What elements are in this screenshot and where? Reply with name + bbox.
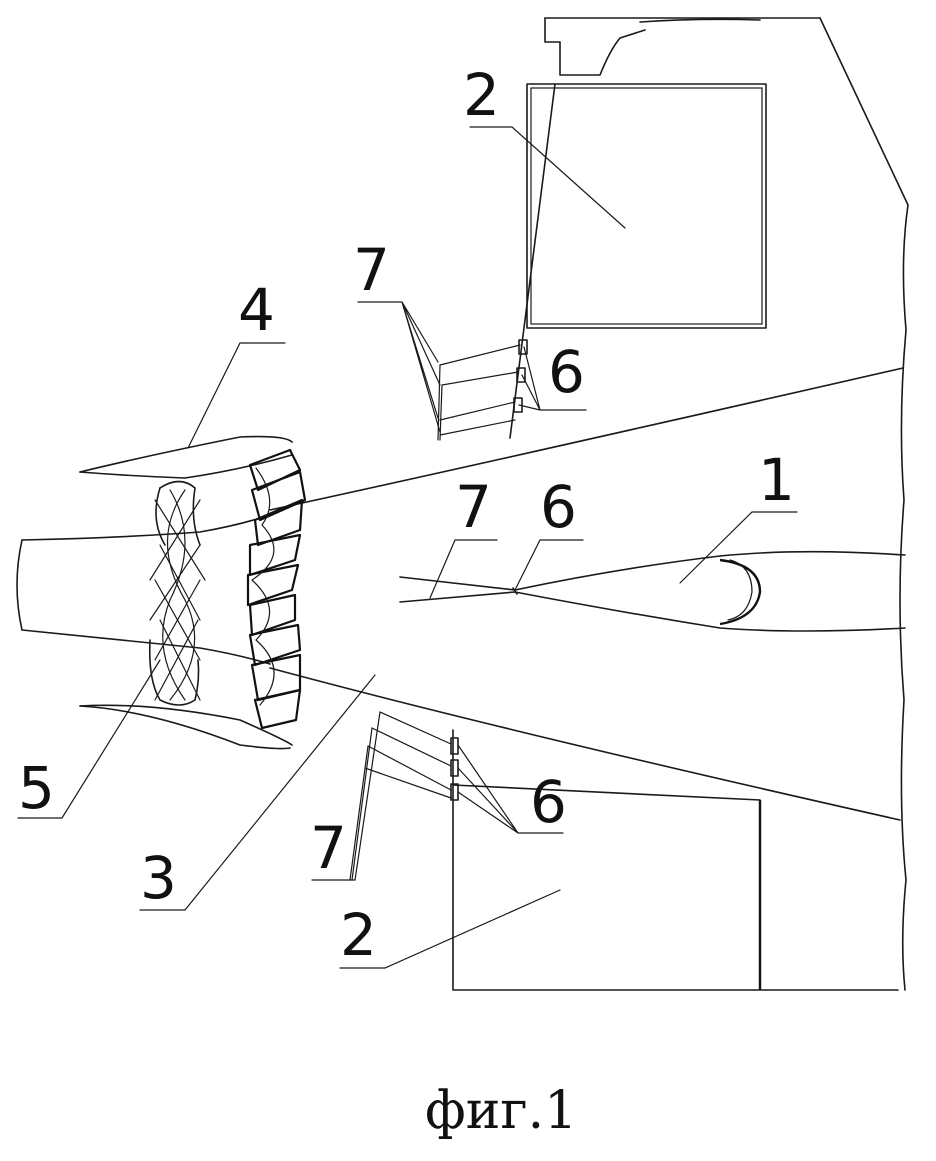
label-2-bottom: 2 xyxy=(340,901,377,969)
label-3: 3 xyxy=(140,844,177,912)
leader-lines xyxy=(17,126,798,969)
upper-elements-7 xyxy=(437,344,521,441)
lower-elements-6 xyxy=(450,737,459,801)
rotor xyxy=(148,480,206,706)
upper-wing xyxy=(509,17,821,439)
label-7-mid: 7 xyxy=(455,473,492,541)
label-2-top: 2 xyxy=(463,61,500,129)
stator-blades xyxy=(246,448,307,730)
fuselage xyxy=(399,550,906,632)
label-7-top: 7 xyxy=(353,236,390,304)
label-6-top: 6 xyxy=(548,338,585,406)
label-5: 5 xyxy=(18,754,55,822)
label-6-mid: 6 xyxy=(540,473,577,541)
label-6-bottom: 6 xyxy=(530,768,567,836)
label-7-bottom: 7 xyxy=(310,814,347,882)
shroud xyxy=(16,435,293,750)
lower-elements-7 xyxy=(349,711,452,881)
label-1: 1 xyxy=(758,446,795,514)
label-4: 4 xyxy=(238,276,275,344)
right-cut-line xyxy=(819,17,909,991)
lower-wing xyxy=(452,729,899,991)
tail-cone xyxy=(269,367,904,821)
figure-caption: фиг.1 xyxy=(425,1081,577,1141)
upper-elements-6 xyxy=(513,339,528,413)
